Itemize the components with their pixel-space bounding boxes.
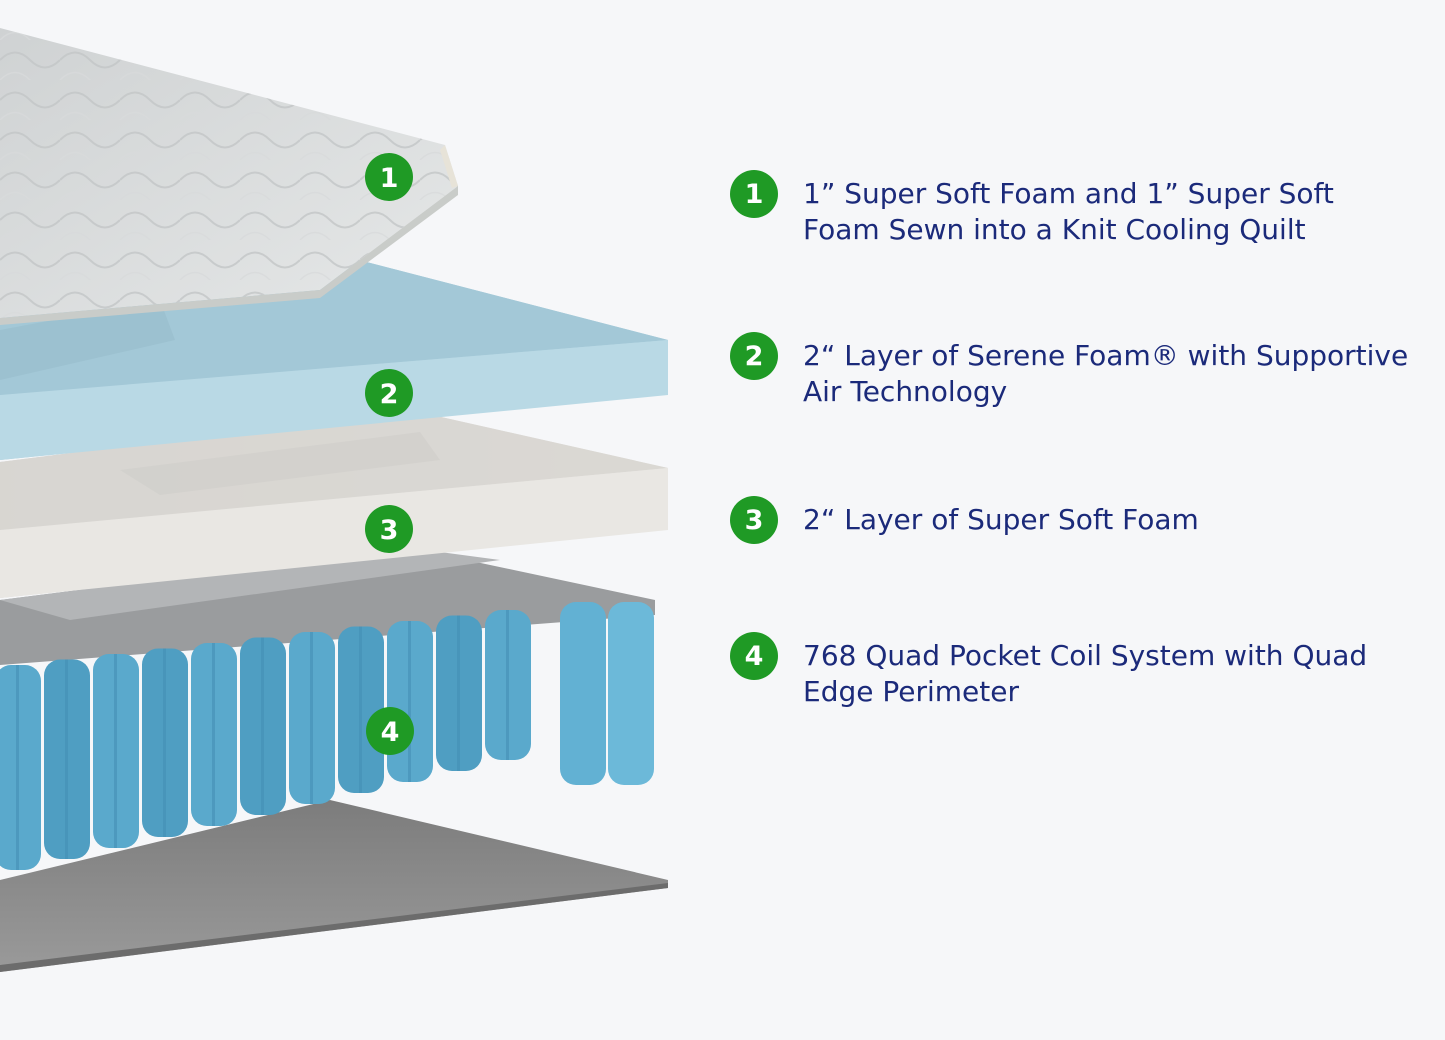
legend-item-1: 1 1” Super Soft Foam and 1” Super Soft F… (730, 170, 1413, 248)
diagram-badge-4: 4 (366, 707, 414, 755)
edge-coil (560, 602, 606, 785)
diagram-badge-2-number: 2 (380, 379, 399, 410)
coil-seam (163, 648, 166, 837)
coil-seam (506, 610, 509, 760)
legend-text-4: 768 Quad Pocket Coil System with Quad Ed… (803, 639, 1368, 708)
legend-text-2: 2“ Layer of Serene Foam® with Supportive… (803, 339, 1409, 408)
super-soft-foam-layer (0, 410, 668, 598)
legend-item-2: 2 2“ Layer of Serene Foam® with Supporti… (730, 332, 1413, 410)
edge-coil (608, 602, 654, 785)
coil-seam (212, 643, 215, 826)
legend-badge-1: 1 (730, 170, 778, 218)
coil-seam (408, 621, 411, 782)
diagram-badge-1: 1 (365, 153, 413, 201)
coil-seam (16, 665, 19, 870)
legend-badge-3: 3 (730, 496, 778, 544)
diagram-badge-2: 2 (365, 369, 413, 417)
legend-item-3: 3 2“ Layer of Super Soft Foam (730, 496, 1413, 544)
diagram-badge-1-number: 1 (380, 163, 399, 194)
coil-seam (114, 654, 117, 848)
coil-seam (359, 626, 362, 793)
coil-seam (310, 632, 313, 804)
coil-seam (457, 615, 460, 771)
coil-seam (65, 659, 68, 859)
coil-seam (261, 637, 264, 815)
cooling-quilt-layer (0, 28, 458, 325)
legend-text-1: 1” Super Soft Foam and 1” Super Soft Foa… (803, 177, 1334, 246)
legend-badge-4: 4 (730, 632, 778, 680)
diagram-badge-4-number: 4 (381, 717, 400, 748)
base-layer (0, 800, 668, 972)
legend-badge-2: 2 (730, 332, 778, 380)
diagram-badge-3-number: 3 (380, 515, 399, 546)
legend-text-3: 2“ Layer of Super Soft Foam (803, 503, 1199, 536)
coil-layer (0, 548, 655, 870)
coil-column (0, 665, 41, 870)
diagram-badge-3: 3 (365, 505, 413, 553)
legend-item-4: 4 768 Quad Pocket Coil System with Quad … (730, 632, 1413, 710)
